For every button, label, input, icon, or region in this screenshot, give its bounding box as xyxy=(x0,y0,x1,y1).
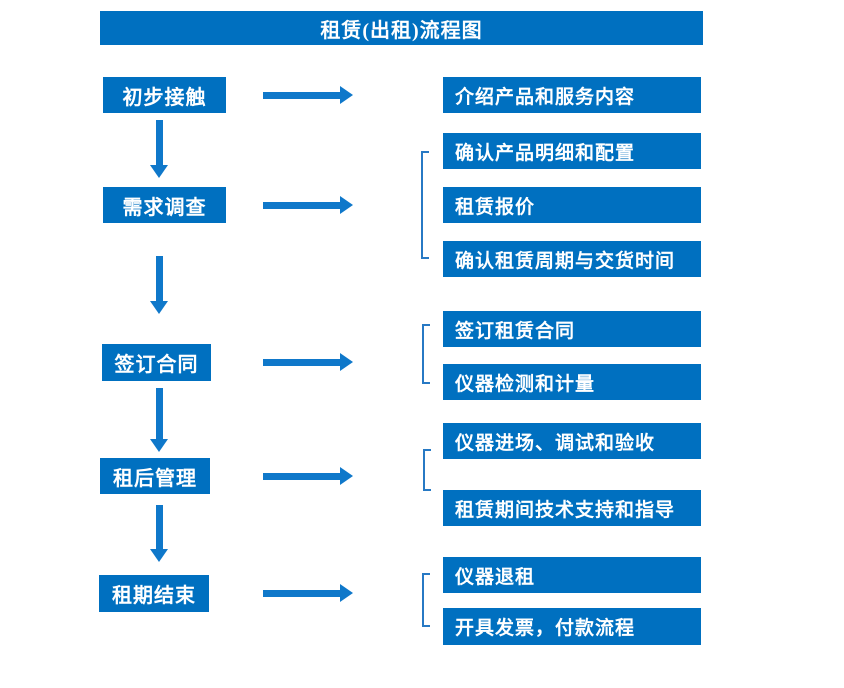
down-arrow xyxy=(150,256,168,314)
down-arrow-head-icon xyxy=(150,549,168,562)
group-bracket xyxy=(422,573,430,627)
step-box-rental-end: 租期结束 xyxy=(99,575,209,612)
page-title: 租赁(出租)流程图 xyxy=(320,19,483,42)
right-arrow-head-icon xyxy=(340,86,353,104)
down-arrow-head-icon xyxy=(150,165,168,178)
down-arrow xyxy=(150,505,168,562)
right-arrow-shaft xyxy=(263,589,340,597)
right-arrow xyxy=(263,353,353,371)
group-bracket xyxy=(423,449,431,491)
right-arrow xyxy=(263,467,353,485)
right-arrow xyxy=(263,86,353,104)
down-arrow-shaft xyxy=(155,388,163,439)
substep-box-sign-rental-contract: 签订租赁合同 xyxy=(443,311,701,347)
right-arrow-shaft xyxy=(263,201,340,209)
substep-box-invoice-payment: 开具发票，付款流程 xyxy=(443,608,701,645)
group-bracket xyxy=(422,324,430,384)
substep-box-confirm-product-details: 确认产品明细和配置 xyxy=(443,133,701,169)
substep-box-rental-quotation: 租赁报价 xyxy=(443,187,701,223)
down-arrow-shaft xyxy=(155,120,163,165)
right-arrow xyxy=(263,584,353,602)
down-arrow-head-icon xyxy=(150,301,168,314)
substep-box-technical-support: 租赁期间技术支持和指导 xyxy=(443,490,701,526)
down-arrow-head-icon xyxy=(150,439,168,452)
step-box-sign-contract: 签订合同 xyxy=(102,344,211,381)
down-arrow-shaft xyxy=(155,505,163,549)
right-arrow-shaft xyxy=(263,358,340,366)
right-arrow-head-icon xyxy=(340,467,353,485)
right-arrow-shaft xyxy=(263,472,340,480)
title-bar: 租赁(出租)流程图 xyxy=(100,11,703,45)
step-box-post-rental-management: 租后管理 xyxy=(100,458,210,494)
step-box-demand-survey: 需求调查 xyxy=(103,187,226,223)
right-arrow-head-icon xyxy=(340,584,353,602)
step-box-initial-contact: 初步接触 xyxy=(103,77,226,113)
substep-box-instrument-return: 仪器退租 xyxy=(443,557,701,593)
group-bracket xyxy=(421,151,429,259)
down-arrow-shaft xyxy=(155,256,163,301)
substep-box-introduce-products: 介绍产品和服务内容 xyxy=(443,77,701,113)
right-arrow-head-icon xyxy=(340,196,353,214)
substep-box-confirm-rental-period: 确认租赁周期与交货时间 xyxy=(443,241,701,277)
down-arrow xyxy=(150,388,168,452)
right-arrow-head-icon xyxy=(340,353,353,371)
substep-box-instrument-testing: 仪器检测和计量 xyxy=(443,364,701,400)
substep-box-instrument-setup-acceptance: 仪器进场、调试和验收 xyxy=(443,423,701,459)
right-arrow xyxy=(263,196,353,214)
down-arrow xyxy=(150,120,168,178)
right-arrow-shaft xyxy=(263,91,340,99)
